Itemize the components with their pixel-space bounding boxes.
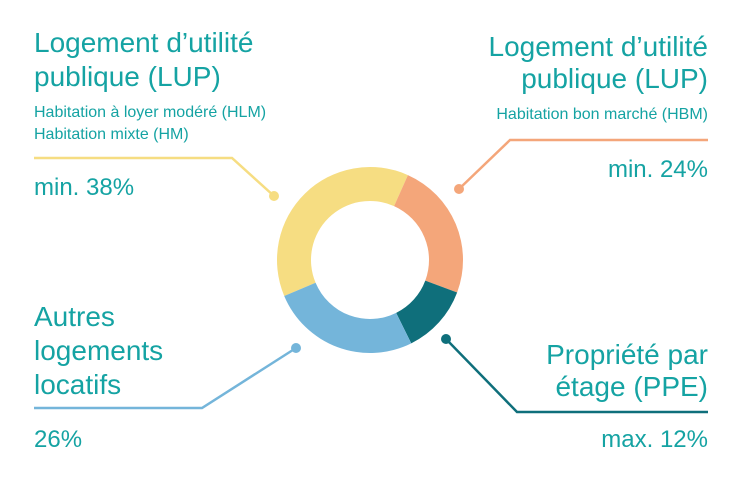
donut-slice-2 bbox=[396, 280, 458, 344]
leader-dot-bottom-left bbox=[291, 343, 301, 353]
label-bottom-left-title-1: Autres bbox=[34, 301, 115, 332]
label-top-right-value: min. 24% bbox=[607, 156, 708, 183]
label-bottom-left-title-2: logements bbox=[34, 335, 164, 366]
leader-dot-bottom-right bbox=[441, 334, 451, 344]
label-top-left-title-1: Logement d’utilité bbox=[34, 27, 254, 58]
label-top-right-sub-1: Habitation bon marché (HBM) bbox=[496, 106, 708, 123]
donut-slice-3 bbox=[284, 282, 412, 354]
leader-line-bottom-left bbox=[34, 346, 297, 410]
label-top-left-sub-1: Habitation à loyer modéré (HLM) bbox=[34, 104, 267, 121]
label-bottom-left-value: 26% bbox=[34, 426, 83, 453]
leader-dot-top-left bbox=[269, 191, 279, 201]
leader-line-top-left bbox=[34, 156, 275, 197]
donut-slices bbox=[277, 167, 463, 354]
label-top-left-sub-2: Habitation mixte (HM) bbox=[34, 126, 189, 143]
donut-slice-1 bbox=[394, 175, 463, 293]
label-top-right-title-2: publique (LUP) bbox=[521, 63, 708, 94]
donut-slice-0 bbox=[277, 167, 408, 296]
leader-dot-top-right bbox=[454, 184, 464, 194]
label-top-left-title-2: publique (LUP) bbox=[34, 61, 221, 92]
leader-line-bottom-right bbox=[445, 338, 708, 414]
label-top-right-title-1: Logement d’utilité bbox=[488, 31, 708, 62]
label-bottom-right-value: max. 12% bbox=[601, 426, 708, 453]
label-bottom-right-title-1: Propriété par bbox=[546, 339, 708, 370]
label-bottom-right-title-2: étage (PPE) bbox=[555, 371, 708, 402]
label-top-left-value: min. 38% bbox=[34, 174, 135, 201]
leader-line-top-right bbox=[458, 138, 708, 190]
label-bottom-left-title-3: locatifs bbox=[34, 369, 122, 400]
